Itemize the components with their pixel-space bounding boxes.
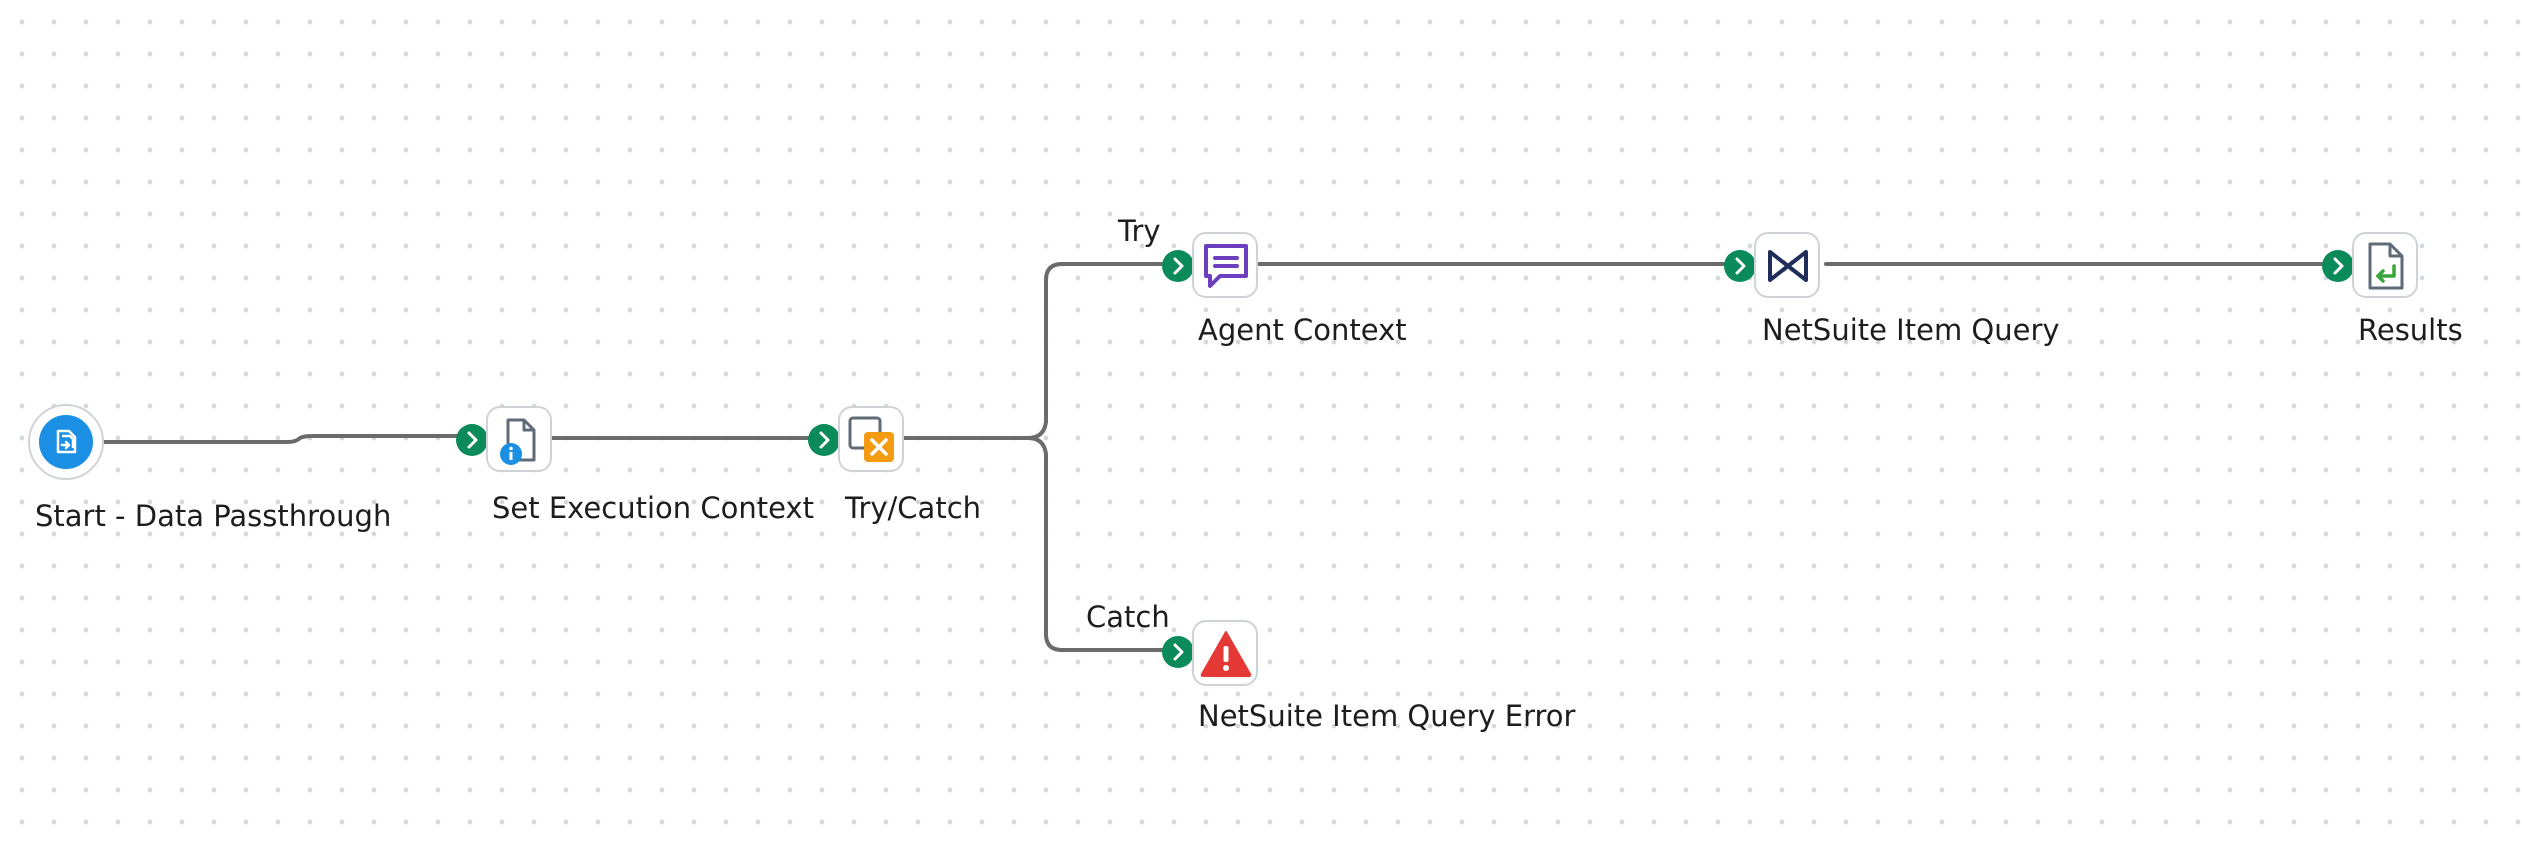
- node-results-label: Results: [2358, 313, 2463, 347]
- node-agent-context[interactable]: [1192, 232, 1258, 298]
- node-set-execution-context[interactable]: [486, 406, 552, 472]
- input-port-try-catch[interactable]: [808, 424, 840, 456]
- node-start-label: Start - Data Passthrough: [35, 499, 392, 533]
- input-port-query-error[interactable]: [1162, 636, 1194, 668]
- node-query-error-label: NetSuite Item Query Error: [1198, 699, 1576, 733]
- chevron-right-icon: [819, 431, 830, 449]
- netsuite-icon: [1768, 250, 1808, 282]
- chevron-right-icon: [1173, 257, 1184, 275]
- node-set-context-label: Set Execution Context: [492, 491, 814, 525]
- node-netsuite-item-query[interactable]: [1754, 232, 1820, 298]
- data-passthrough-icon: [39, 415, 93, 469]
- warning-icon: [1200, 631, 1252, 677]
- chevron-right-icon: [1173, 643, 1184, 661]
- document-return-icon: [2368, 242, 2404, 290]
- input-port-results[interactable]: [2322, 250, 2354, 282]
- branch-label-catch: Catch: [1086, 600, 1170, 634]
- input-port-item-query[interactable]: [1724, 250, 1756, 282]
- node-query-error[interactable]: [1192, 620, 1258, 686]
- chevron-right-icon: [1735, 257, 1746, 275]
- chevron-right-icon: [467, 431, 478, 449]
- input-port-set-context[interactable]: [456, 424, 488, 456]
- node-item-query-label: NetSuite Item Query: [1762, 313, 2060, 347]
- connector-start-to-set-context: [102, 434, 460, 444]
- input-port-agent-context[interactable]: [1162, 250, 1194, 282]
- node-start[interactable]: [28, 404, 104, 480]
- chevron-right-icon: [2333, 257, 2344, 275]
- chat-message-icon: [1204, 244, 1248, 288]
- connector-try-catch-split: [902, 262, 1166, 440]
- try-catch-icon: [848, 416, 894, 462]
- node-agent-context-label: Agent Context: [1198, 313, 1407, 347]
- node-results[interactable]: [2352, 232, 2418, 298]
- branch-label-try: Try: [1118, 214, 1161, 248]
- node-try-catch-label: Try/Catch: [845, 491, 982, 525]
- info-document-icon: [500, 418, 536, 465]
- node-try-catch[interactable]: [838, 406, 904, 472]
- connector-catch-branch: [1026, 436, 1166, 652]
